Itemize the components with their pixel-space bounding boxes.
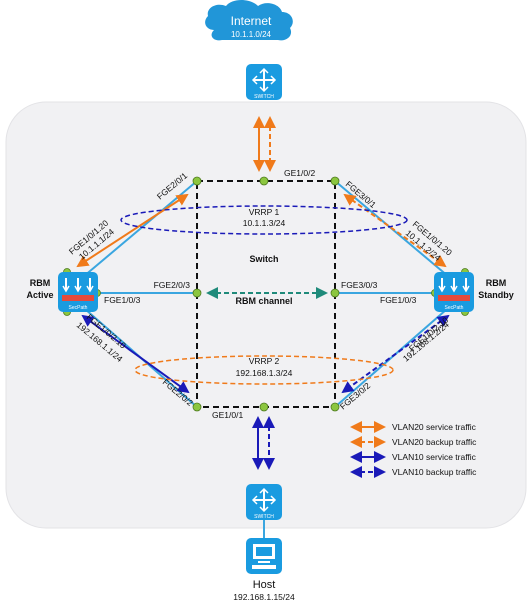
standby-role-line2: Standby — [478, 290, 514, 300]
port-fge3-3: FGE3/0/3 — [341, 280, 378, 290]
firewall-active-device: SecPath — [69, 305, 88, 311]
internet-subnet: 10.1.1.0/24 — [231, 30, 272, 39]
background-panel — [5, 101, 527, 529]
host-name: Host — [253, 579, 276, 591]
active-role-line1: RBM — [30, 278, 51, 288]
vrrp2-ip: 192.168.1.3/24 — [236, 368, 293, 378]
vrrp2-ellipse — [134, 355, 394, 385]
internet-title: Internet — [231, 14, 272, 28]
rbm-channel-label: RBM channel — [235, 296, 292, 306]
firewall-standby-device: SecPath — [445, 305, 464, 311]
vrrp1-name: VRRP 1 — [249, 207, 280, 217]
firewall-standby-icon: SecPath — [434, 272, 474, 312]
internet-cloud: Internet 10.1.1.0/24 — [205, 0, 293, 41]
vrrp1-ellipse — [120, 205, 408, 235]
legend-item-1: VLAN20 service traffic — [392, 422, 477, 432]
bottom-switch-icon: SWITCH — [246, 484, 282, 520]
active-role-line2: Active — [26, 290, 53, 300]
legend: VLAN20 service traffic VLAN20 backup tra… — [350, 421, 477, 478]
top-switch-icon: SWITCH — [246, 64, 282, 100]
switch-area-label: Switch — [249, 254, 278, 264]
legend-item-2: VLAN20 backup traffic — [392, 437, 477, 447]
standby-role-line1: RBM — [486, 278, 507, 288]
port-ge-top: GE1/0/2 — [284, 168, 315, 178]
legend-item-4: VLAN10 backup traffic — [392, 467, 477, 477]
firewall-active-icon: SecPath — [58, 272, 98, 312]
port-active-mid: FGE1/0/3 — [104, 295, 141, 305]
port-ge-bottom: GE1/0/1 — [212, 410, 243, 420]
vrrp2-name: VRRP 2 — [249, 356, 280, 366]
port-standby-mid: FGE1/0/3 — [380, 295, 417, 305]
host-ip: 192.168.1.15/24 — [233, 592, 295, 602]
vrrp1-ip: 10.1.1.3/24 — [243, 218, 286, 228]
host-icon — [246, 538, 282, 574]
legend-item-3: VLAN10 service traffic — [392, 452, 477, 462]
bottom-switch-label: SWITCH — [254, 514, 274, 520]
port-fge2-3: FGE2/0/3 — [154, 280, 191, 290]
top-switch-label: SWITCH — [254, 94, 274, 100]
